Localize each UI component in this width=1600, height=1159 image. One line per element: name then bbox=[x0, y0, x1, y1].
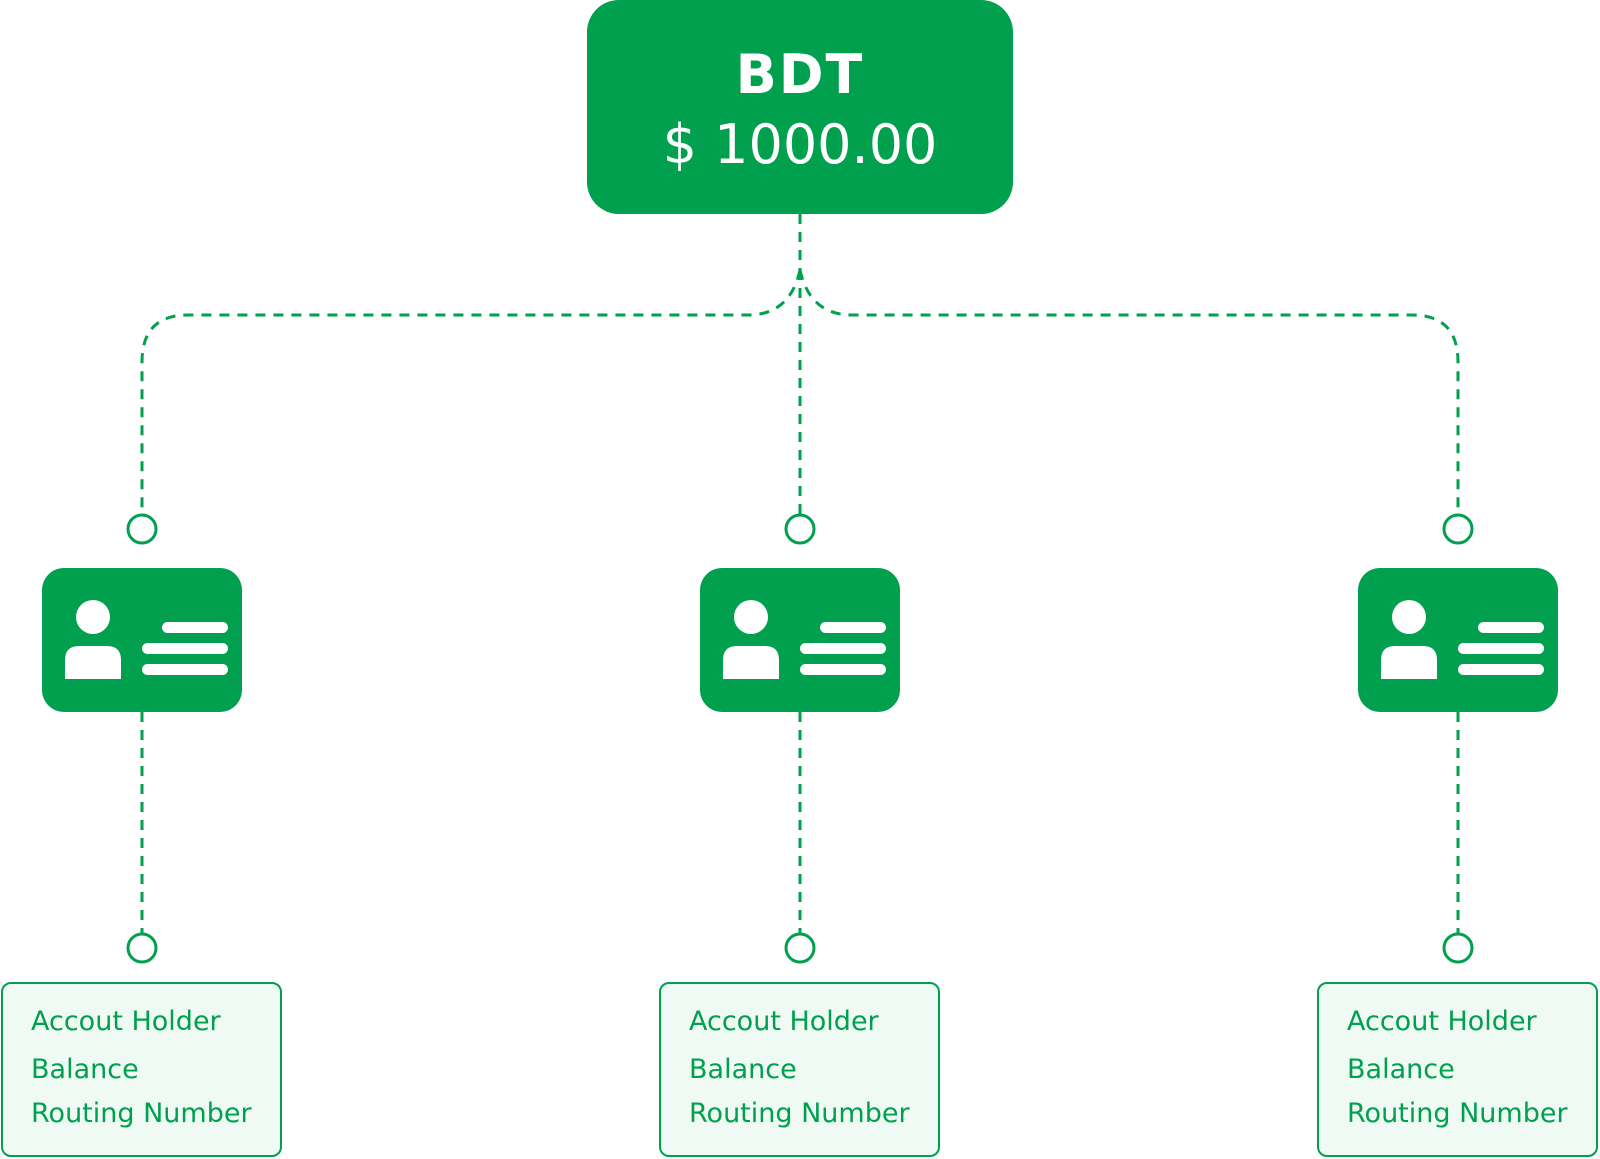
account-holder-label: Accout Holder bbox=[689, 1006, 879, 1037]
balance-label: Balance bbox=[31, 1054, 139, 1085]
routing-number-label: Routing Number bbox=[1347, 1098, 1568, 1129]
id-card-icon bbox=[1381, 600, 1544, 679]
branch-line-left bbox=[140, 269, 802, 514]
account-info-box-right: Accout Holder Balance Routing Number bbox=[1317, 982, 1598, 1157]
account-card-center bbox=[700, 568, 900, 712]
account-card-left bbox=[42, 568, 242, 712]
connector-node bbox=[784, 513, 816, 545]
connector-node bbox=[784, 932, 816, 964]
account-holder-label: Accout Holder bbox=[31, 1006, 221, 1037]
account-info-box-left: Accout Holder Balance Routing Number bbox=[1, 982, 282, 1157]
connector-node bbox=[126, 932, 158, 964]
branch-line-right bbox=[798, 269, 1460, 514]
balance-label: Balance bbox=[1347, 1054, 1455, 1085]
routing-number-label: Routing Number bbox=[31, 1098, 252, 1129]
balance-label: Balance bbox=[689, 1054, 797, 1085]
connector-node bbox=[1442, 932, 1474, 964]
account-info-box-center: Accout Holder Balance Routing Number bbox=[659, 982, 940, 1157]
account-card-right bbox=[1358, 568, 1558, 712]
currency-title: BDT bbox=[735, 43, 865, 106]
connector-node bbox=[126, 513, 158, 545]
id-card-icon bbox=[65, 600, 228, 679]
currency-amount: $ 1000.00 bbox=[662, 113, 938, 176]
root-currency-box: BDT $ 1000.00 bbox=[587, 0, 1013, 214]
id-card-icon bbox=[723, 600, 886, 679]
routing-number-label: Routing Number bbox=[689, 1098, 910, 1129]
account-holder-label: Accout Holder bbox=[1347, 1006, 1537, 1037]
connector-node bbox=[1442, 513, 1474, 545]
